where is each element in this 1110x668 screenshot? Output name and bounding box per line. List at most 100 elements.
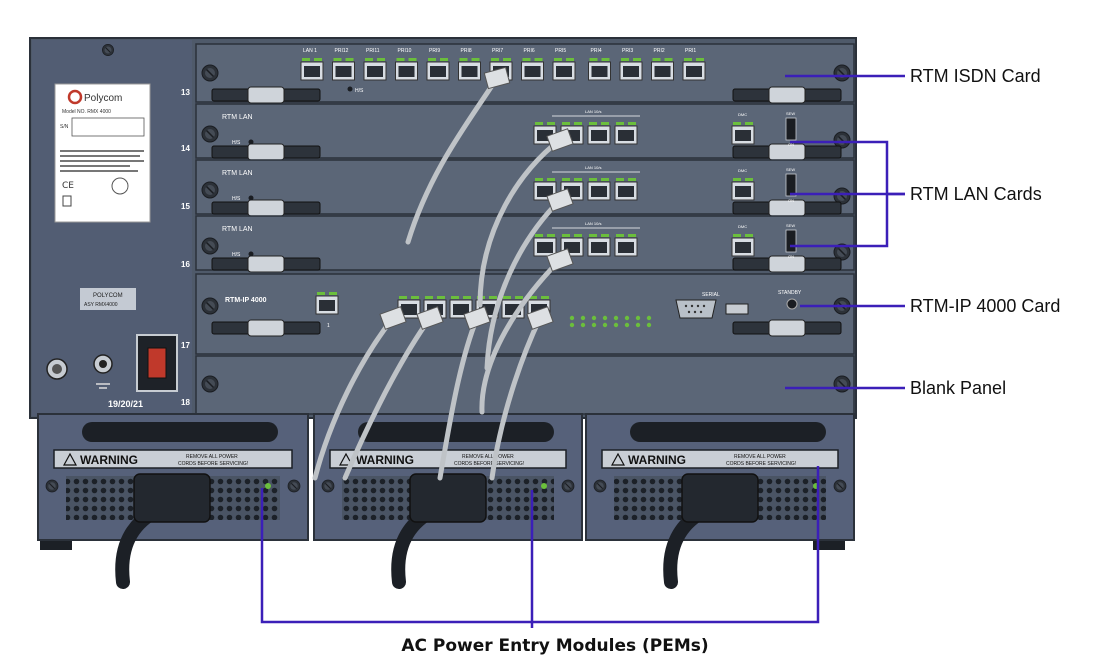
pem-warning-label xyxy=(329,449,567,469)
power-cord-plug[interactable] xyxy=(681,473,759,523)
ip-status-led xyxy=(580,315,586,321)
lan-card-toggle-switch[interactable] xyxy=(785,173,797,197)
label-model: Model NO. RMX 4000 xyxy=(62,109,111,115)
switch-bottom-label: ON xyxy=(788,198,794,203)
isdn-port-label: PRI8 xyxy=(461,48,472,54)
blank-right-screw xyxy=(833,375,851,393)
callout-lines xyxy=(260,74,905,628)
asy-label-text: ASY RMX4000 xyxy=(84,302,118,308)
lan-card-name: RTM LAN xyxy=(222,226,253,233)
ip-status-led xyxy=(602,322,608,328)
ip-status-led xyxy=(613,315,619,321)
lan-status-led xyxy=(248,195,254,201)
pem-power-led xyxy=(541,483,547,489)
lan-status-led xyxy=(248,251,254,257)
isdn-port-label: LAN 1 xyxy=(303,48,317,54)
power-cord-plug[interactable] xyxy=(409,473,487,523)
slot-18-label: 18 xyxy=(181,398,190,407)
switch-top-label: SEW xyxy=(786,223,795,228)
isdn-port-label: PRI2 xyxy=(654,48,665,54)
isdn-port-label: PRI9 xyxy=(429,48,440,54)
callout-rtm-isdn-card: RTM ISDN Card xyxy=(910,66,1041,86)
isdn-port-label: PRI11 xyxy=(366,48,380,54)
lan-card-name: RTM LAN xyxy=(222,114,253,121)
warning-triangle-icon xyxy=(338,452,354,466)
usb-port[interactable] xyxy=(725,303,749,315)
ip-right-handle[interactable] xyxy=(732,319,842,337)
pem-power-led xyxy=(265,483,271,489)
isdn-port-label: PRI6 xyxy=(524,48,535,54)
pem-notice-line2: CORDS BEFORE SERVICING! xyxy=(178,461,248,467)
lan-left-handle[interactable] xyxy=(211,255,321,273)
ip-status-led xyxy=(635,322,641,328)
ip-status-led xyxy=(580,322,586,328)
pem-handle[interactable] xyxy=(82,422,278,442)
ground-stud-icon xyxy=(46,358,68,380)
lan-right-handle[interactable] xyxy=(732,199,842,217)
power-cord-plug[interactable] xyxy=(133,473,211,523)
pem-notice-line1: REMOVE ALL POWER xyxy=(734,454,786,460)
lan-card-name: RTM LAN xyxy=(222,170,253,177)
isdn-port-label: PRI4 xyxy=(591,48,602,54)
isdn-port-label: PRI3 xyxy=(622,48,633,54)
label-fine-print xyxy=(60,150,144,172)
slot-14-label: 14 xyxy=(181,144,190,153)
lan-right-handle[interactable] xyxy=(732,255,842,273)
pem-warning-text: WARNING xyxy=(80,453,138,467)
isdn-port-label: PRI1 xyxy=(685,48,696,54)
weee-bin-icon xyxy=(62,195,72,207)
lan-group-label: LAN 10/s xyxy=(585,109,601,114)
ground-terminal-icon xyxy=(93,354,113,389)
power-switch-rocker[interactable] xyxy=(147,347,167,379)
rtm-ip-4000-card xyxy=(195,273,855,355)
isdn-port-label: PRI7 xyxy=(492,48,503,54)
pem-left-screw xyxy=(321,479,335,493)
pem-handle[interactable] xyxy=(358,422,554,442)
pem-right-screw xyxy=(561,479,575,493)
ip-left-handle[interactable] xyxy=(211,319,321,337)
isdn-right-handle[interactable] xyxy=(732,86,842,104)
lan-left-handle[interactable] xyxy=(211,199,321,217)
product-label xyxy=(54,83,151,223)
label-serial: S/N xyxy=(60,124,69,130)
lan-card-status: H/S xyxy=(232,196,241,202)
isdn-port-label: PRI5 xyxy=(555,48,566,54)
pem-warning-label xyxy=(601,449,839,469)
ip-left-screw xyxy=(201,297,219,315)
lan-group-label: LAN 10/s xyxy=(585,165,601,170)
ip-status-led xyxy=(646,315,652,321)
isdn-port-label: PRI10 xyxy=(398,48,412,54)
warning-triangle-icon xyxy=(62,452,78,466)
ip-card-name: RTM-IP 4000 xyxy=(225,297,267,304)
ip-status-led xyxy=(624,315,630,321)
slot-13-label: 13 xyxy=(181,88,190,97)
lan-group-label: LAN 10/s xyxy=(585,221,601,226)
chassis-foot-right xyxy=(813,540,845,550)
pem-warning-text: WARNING xyxy=(628,453,686,467)
pem-handle[interactable] xyxy=(630,422,826,442)
switch-bottom-label: ON xyxy=(788,142,794,147)
ce-mark-icon: CE xyxy=(62,181,74,191)
lan-card-toggle-switch[interactable] xyxy=(785,117,797,141)
ip-status-led xyxy=(591,322,597,328)
lan-left-handle[interactable] xyxy=(211,143,321,161)
pem-notice-line1: REMOVE ALL POWER xyxy=(186,454,238,460)
serial-port[interactable] xyxy=(675,299,717,319)
ip-status-led xyxy=(569,322,575,328)
standby-button[interactable] xyxy=(786,298,798,310)
slot-16-label: 16 xyxy=(181,260,190,269)
ip-status-led xyxy=(613,322,619,328)
left-panel-top-screw xyxy=(101,43,115,57)
callout-ac-power-entry-modules: AC Power Entry Modules (PEMs) xyxy=(401,636,709,656)
asy-label-brand: POLYCOM xyxy=(93,293,123,299)
label-brand: Polycom xyxy=(84,93,122,104)
standby-label: STANDBY xyxy=(778,290,802,296)
blank-panel xyxy=(195,355,855,415)
isdn-left-handle[interactable] xyxy=(211,86,321,104)
lan-card-toggle-switch[interactable] xyxy=(785,229,797,253)
lan-right-handle[interactable] xyxy=(732,143,842,161)
chassis-foot-left xyxy=(40,540,72,550)
lan-left-screw xyxy=(201,181,219,199)
pem-notice-line1: REMOVE ALL POWER xyxy=(462,454,514,460)
